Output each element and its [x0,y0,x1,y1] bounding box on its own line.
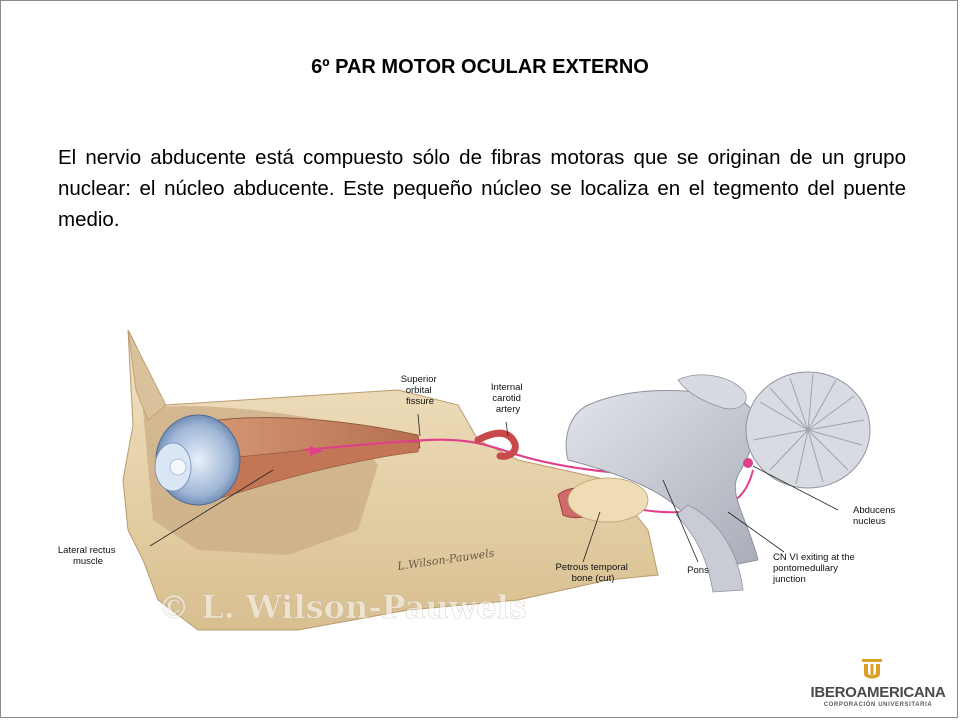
lens [169,458,187,476]
logo-subtitle: CORPORACIÓN UNIVERSITARIA [823,702,933,708]
anatomy-illustration: Superior orbital fissure Internal caroti… [48,330,928,640]
leader-petrous-bone [582,511,601,563]
leader-internal-carotid-artery [505,421,509,437]
iberoamericana-logo: IBEROAMERICANA CORPORACIÓN UNIVERSITARIA [808,654,948,714]
label-superior-orbital-fissure: Superior orbital fissure [401,374,440,407]
leader-cn-vi [727,511,785,553]
label-petrous-temporal-bone: Petrous temporal bone (cut) [556,562,631,584]
logo-emblem-icon [862,659,882,679]
abducens-nucleus-marker [743,458,753,468]
slide-paragraph: El nervio abducente está compuesto sólo … [58,146,906,231]
medulla [675,504,744,593]
lateral-rectus [197,441,421,503]
copyright-watermark: © L. Wilson-Pauwels [158,588,527,626]
label-pons: Pons [687,565,709,576]
leader-superior-orbital-fissure [417,413,421,437]
cerebellum-folia [752,373,865,485]
internal-carotid-artery [474,429,519,460]
label-lateral-rectus-muscle: Lateral rectus muscle [58,545,118,567]
cerebellar-peduncle [677,374,747,410]
nasal-bone [127,330,167,421]
leader-abducens-nucleus [752,465,839,511]
leader-lateral-rectus [149,469,274,547]
petrous-bone [567,477,649,523]
abducens-nerve-arrow [310,446,323,456]
logo-name: IBEROAMERICANA [810,684,946,701]
leader-pons [662,479,699,563]
label-abducens-nucleus: Abducens nucleus [853,505,898,527]
label-internal-carotid-artery: Internal carotid artery [491,382,525,415]
slide-title: 6º PAR MOTOR OCULAR EXTERNO [311,56,649,78]
abducens-nerve-diagram: Superior orbital fissure Internal caroti… [58,330,898,631]
label-cn-vi: CN VI exiting at the pontomedullary junc… [772,552,858,585]
